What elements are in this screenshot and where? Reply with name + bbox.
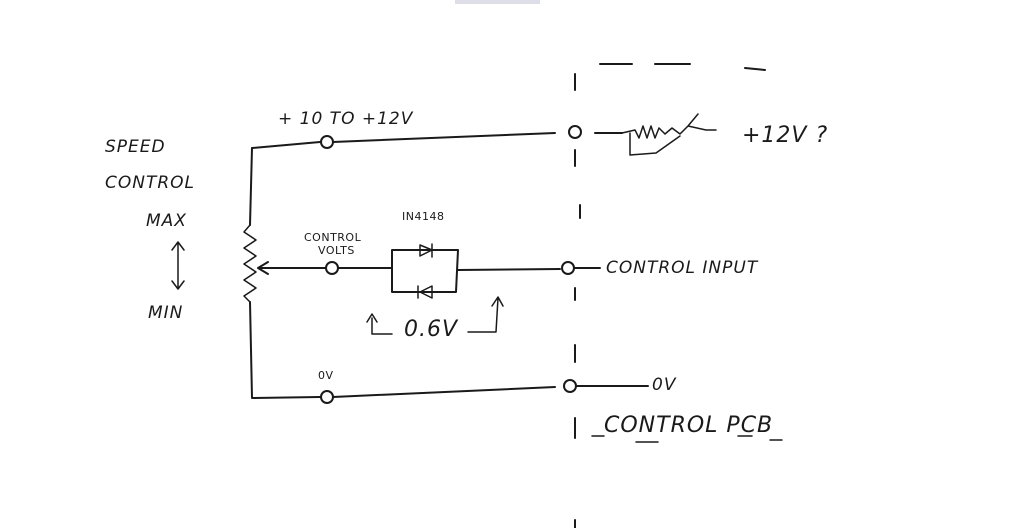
zero-volt-wire [320, 379, 649, 404]
zero-volt-terminal [320, 390, 334, 404]
diode-drop-arrows [366, 296, 504, 335]
supply-voltage-label: + 10 TO +12V [278, 109, 414, 129]
pcb-zero-volt-label: 0V [652, 375, 677, 395]
min-label: MIN [148, 303, 183, 323]
diode-part-label: IN4148 [402, 210, 444, 223]
pcb-supply-label: +12V ? [742, 123, 828, 148]
pcb-supply-terminal [568, 125, 582, 139]
max-min-arrow [171, 241, 185, 290]
pcb-zero-terminal [563, 379, 577, 393]
max-label: MAX [146, 211, 187, 231]
control-volts-terminal [325, 261, 339, 275]
supply-terminal [320, 135, 334, 149]
supply-wire [251, 113, 717, 156]
potentiometer [243, 147, 339, 399]
scan-artifact [455, 0, 540, 4]
wiper-arrow [257, 261, 326, 275]
pcb-title-underline [591, 435, 783, 443]
pcb-supply-switch [621, 113, 717, 156]
diode-pair [337, 243, 601, 335]
diode-drop-label: 0.6V [404, 317, 459, 342]
speed-control-label-1: SPEED [105, 137, 166, 157]
pcb-boundary [574, 63, 766, 528]
speed-control-label-2: CONTROL [105, 173, 195, 193]
pcb-control-input-label: CONTROL INPUT [606, 258, 759, 278]
zero-volt-label: 0V [318, 369, 334, 382]
control-volts-label-1: CONTROL [304, 231, 362, 244]
control-volts-label-2: VOLTS [318, 244, 355, 257]
pcb-control-terminal [561, 261, 575, 275]
pcb-title-label: CONTROL PCB [604, 413, 773, 438]
